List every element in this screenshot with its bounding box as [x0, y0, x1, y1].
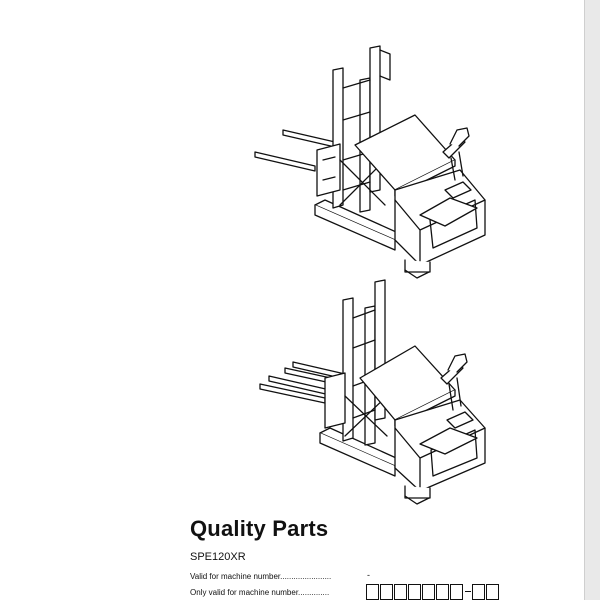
viewer-scroll-edge — [584, 0, 600, 600]
serial-digit-box — [394, 584, 407, 600]
serial-hyphen — [464, 584, 472, 600]
serial-digit-box — [422, 584, 435, 600]
valid-for-machine-number-label: Valid for machine number................… — [190, 572, 332, 581]
only-valid-for-machine-number-label: Only valid for machine number...........… — [190, 588, 330, 597]
serial-digit-box — [472, 584, 485, 600]
serial-digit-box — [408, 584, 421, 600]
serial-digit-box — [380, 584, 393, 600]
model-number: SPE120XR — [190, 551, 246, 563]
stacker-truck-single-forks-icon — [245, 40, 500, 285]
stacker-truck-double-forks-icon — [245, 278, 500, 508]
valid-for-separator: - — [367, 570, 370, 580]
document-title: Quality Parts — [190, 516, 329, 541]
manual-cover-page: Quality Parts SPE120XR Valid for machine… — [190, 40, 500, 600]
serial-digit-box — [436, 584, 449, 600]
serial-digit-box — [450, 584, 463, 600]
serial-digit-box — [486, 584, 499, 600]
serial-digit-box — [366, 584, 379, 600]
serial-number-boxes — [366, 584, 500, 600]
